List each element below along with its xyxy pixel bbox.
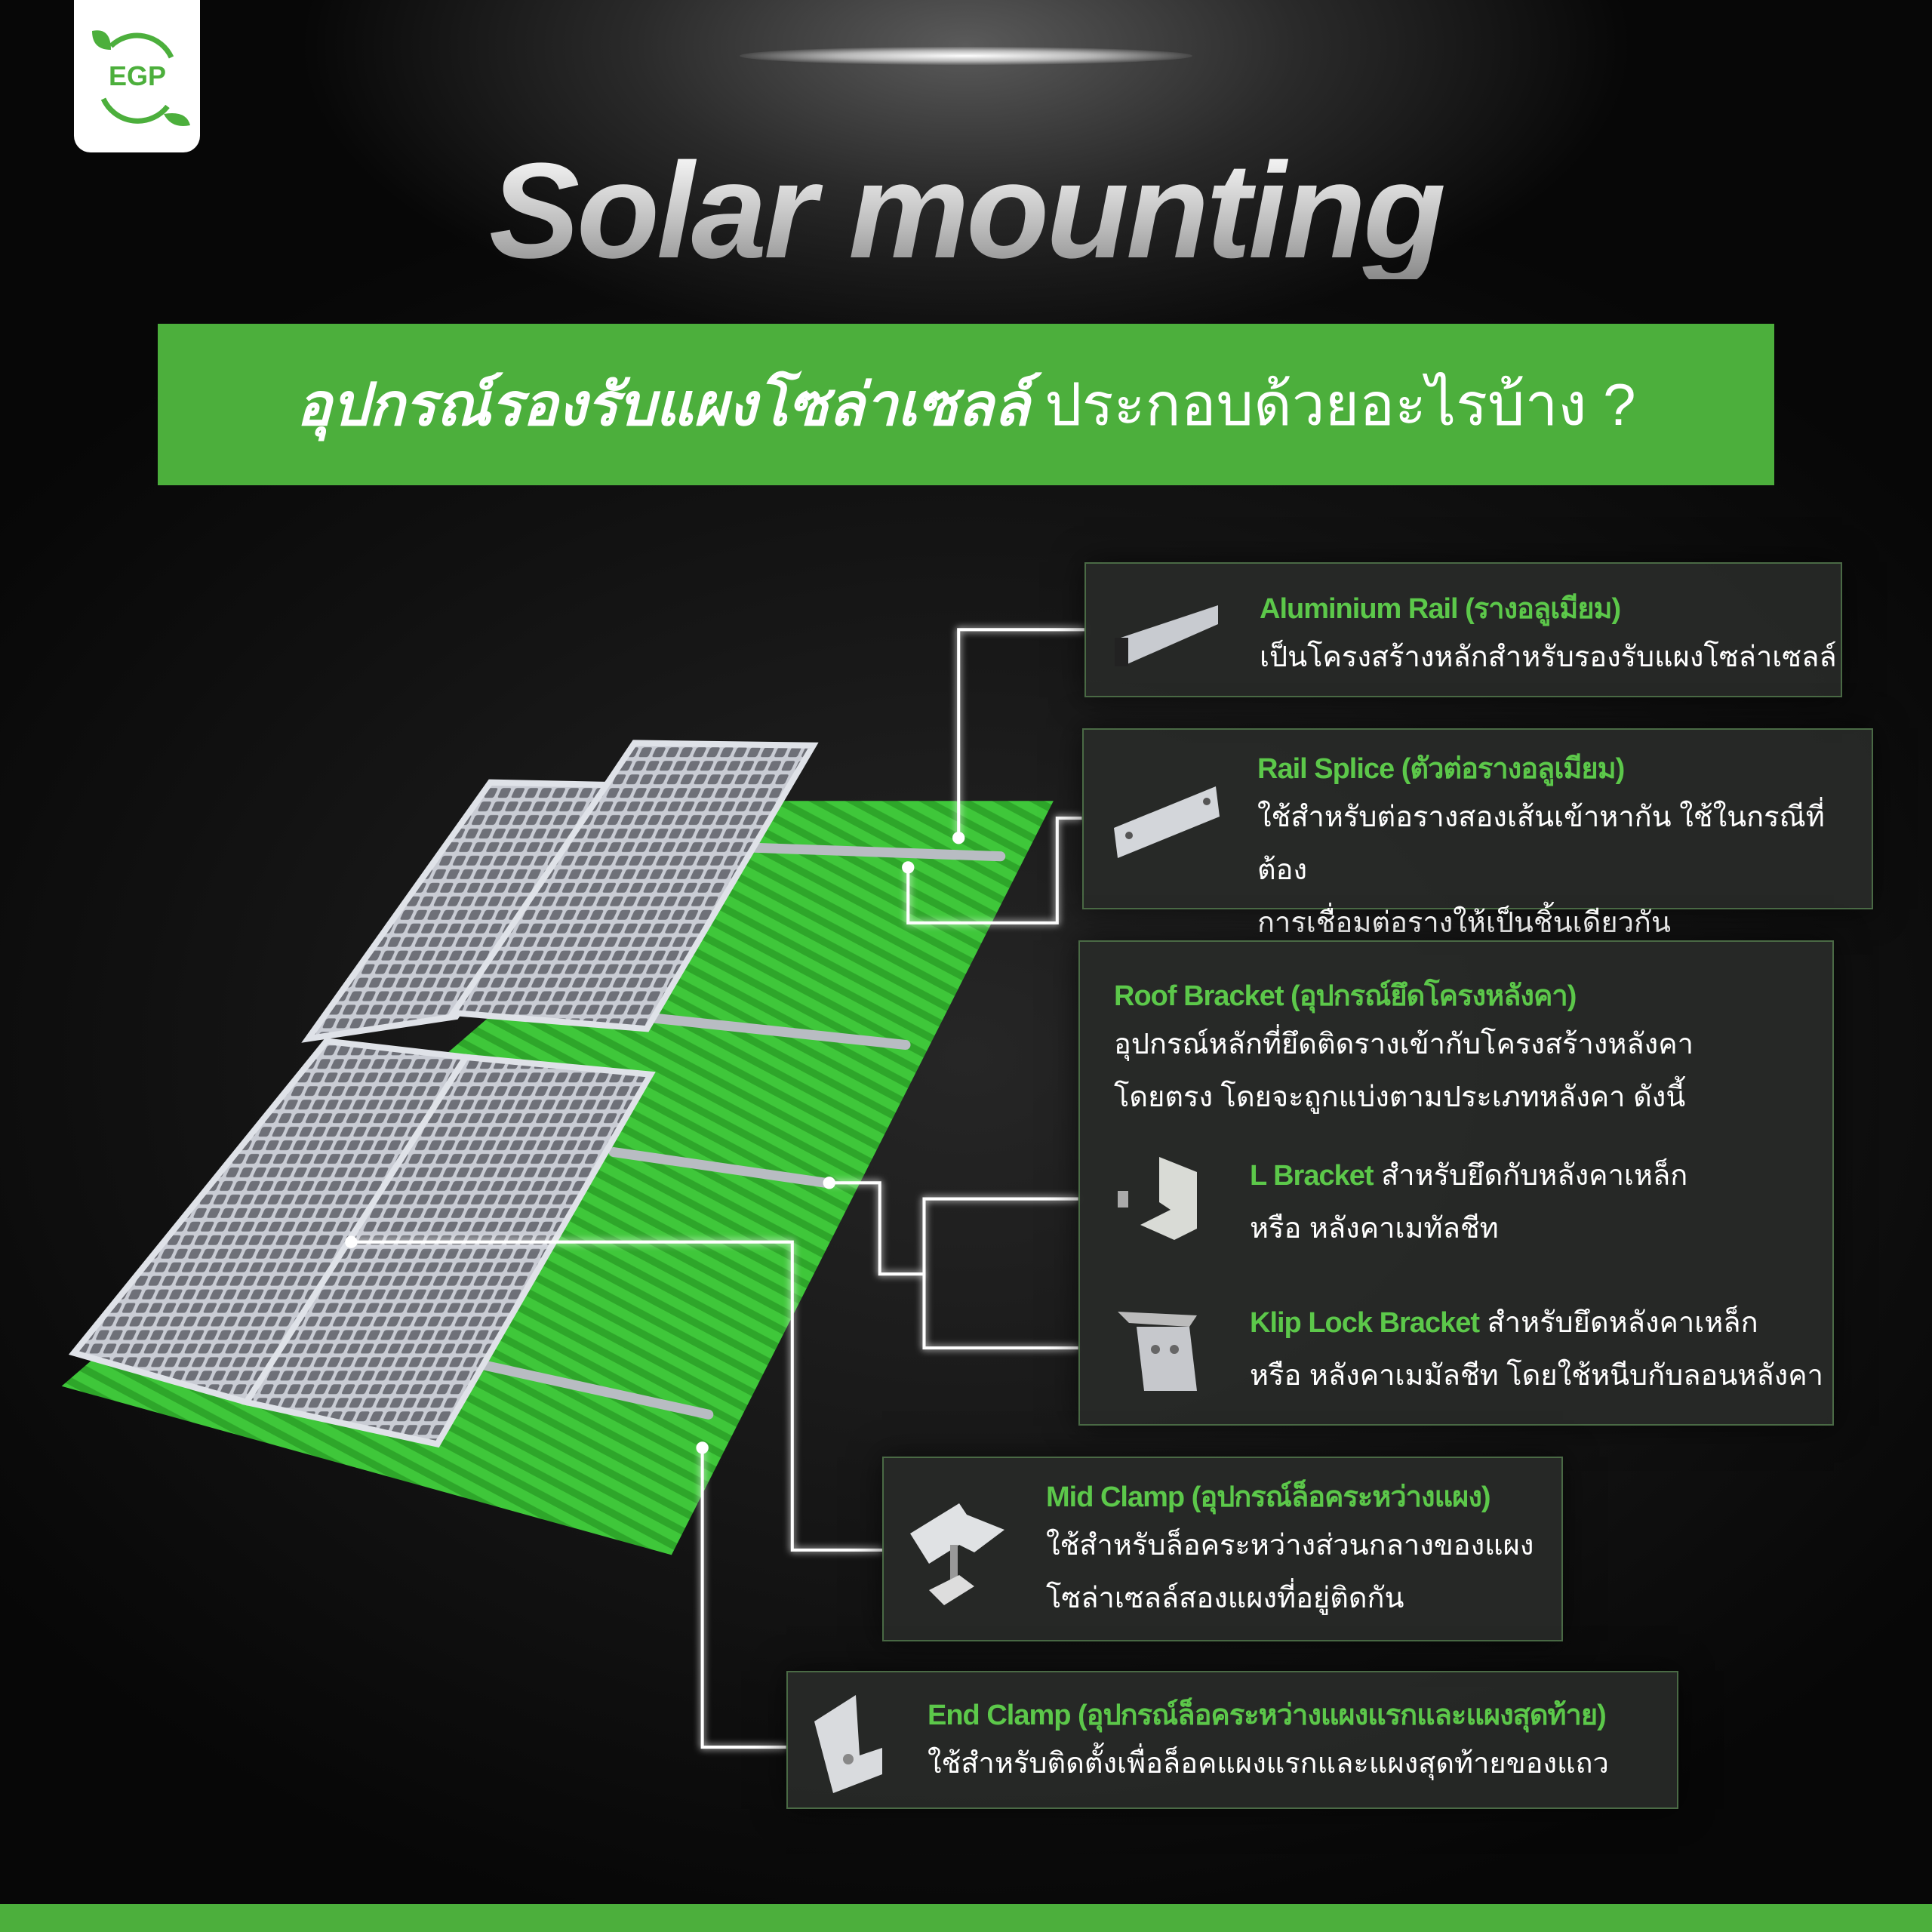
banner-bold: อุปกรณ์รองรับแผงโซล่าเซลล์ <box>296 371 1030 438</box>
leaf-recycle-logo-icon: EGP <box>91 30 190 126</box>
item-desc: อุปกรณ์หลักที่ยึดติดรางเข้ากับโครงสร้างห… <box>1114 1029 1694 1060</box>
item-title: Aluminium Rail (รางอลูเมียม) <box>1260 593 1621 625</box>
item-desc: การเชื่อมต่อรางให้เป็นชิ้นเดียวกัน <box>1257 907 1671 939</box>
aluminium-rail-card: Aluminium Rail (รางอลูเมียม) เป็นโครงสร้… <box>1084 562 1842 697</box>
item-desc: ใช้สำหรับต่อรางสองเส้นเข้าหากัน ใช้ในกรณ… <box>1257 801 1825 886</box>
sub-item-desc: หรือ หลังคาเมมัลชีท โดยใช้หนีบกับลอนหลัง… <box>1250 1360 1823 1392</box>
rails <box>479 842 1006 1420</box>
item-desc: เป็นโครงสร้างหลักสำหรับรองรับแผงโซล่าเซล… <box>1260 641 1837 673</box>
rail <box>479 1360 714 1420</box>
end-clamp-card: End Clamp (อุปกรณ์ล็อคระหว่างแผงแรกและแผ… <box>786 1671 1678 1809</box>
sub-item-desc: หรือ หลังคาเมทัลชีท <box>1250 1213 1499 1244</box>
connector-lines <box>351 628 1084 1749</box>
subtitle-banner: อุปกรณ์รองรับแผงโซล่าเซลล์ ประกอบด้วยอะไ… <box>158 324 1774 485</box>
item-desc: ใช้สำหรับติดตั้งเพื่อล็อคแผงแรกและแผงสุด… <box>928 1748 1609 1780</box>
mid-clamp-image-icon <box>910 1503 1004 1605</box>
rail <box>645 1013 911 1051</box>
solar-panel <box>241 1054 656 1448</box>
banner-rest: ประกอบด้วยอะไรบ้าง ? <box>1044 371 1636 438</box>
item-title: Mid Clamp (อุปกรณ์ล็อคระหว่างแผง) <box>1046 1481 1491 1513</box>
sub-item-desc: สำหรับยึดกับหลังคาเหล็ก <box>1381 1160 1688 1192</box>
item-title: Rail Splice (ตัวต่อรางอลูเมียม) <box>1257 753 1625 785</box>
item-desc: โดยตรง โดยจะถูกแบ่งตามประเภทหลังคา ดังนี… <box>1114 1081 1686 1113</box>
rail-splice-card: Rail Splice (ตัวต่อรางอลูเมียม) ใช้สำหรั… <box>1082 728 1873 939</box>
sub-item-name: Klip Lock Bracket <box>1250 1307 1480 1339</box>
solar-panel <box>448 740 819 1032</box>
solar-panels <box>68 740 819 1448</box>
solar-panel <box>301 779 616 1043</box>
item-desc: ใช้สำหรับล็อคระหว่างส่วนกลางของแผง <box>1046 1530 1534 1561</box>
roof-bracket-card: Roof Bracket (อุปกรณ์ยึดโครงหลังคา) อุปก… <box>1078 940 1834 1426</box>
rail <box>749 842 1006 862</box>
aluminium-rail-image-icon <box>1115 605 1218 666</box>
egp-logo: EGP <box>74 0 200 152</box>
spotlight-glow <box>740 47 1192 65</box>
item-desc: โซล่าเซลล์สองแผงที่อยู่ติดกัน <box>1046 1583 1404 1614</box>
end-clamp-image-icon <box>814 1695 882 1793</box>
item-title: Roof Bracket (อุปกรณ์ยึดโครงหลังคา) <box>1114 980 1577 1012</box>
sub-item-desc: สำหรับยึดหลังคาเหล็ก <box>1487 1307 1758 1339</box>
svg-text:EGP: EGP <box>108 60 165 91</box>
page-title: Solar mounting <box>0 143 1932 279</box>
mid-clamp-card: Mid Clamp (อุปกรณ์ล็อคระหว่างแผง) ใช้สำห… <box>882 1457 1563 1641</box>
sub-item-name: L Bracket <box>1250 1160 1374 1192</box>
rail-splice-image-icon <box>1114 786 1220 858</box>
item-title: End Clamp (อุปกรณ์ล็อคระหว่างแผงแรกและแผ… <box>928 1700 1607 1731</box>
rail <box>608 1147 831 1188</box>
l-bracket-image-icon <box>1118 1157 1197 1240</box>
klip-lock-bracket-image-icon <box>1118 1312 1197 1391</box>
bottom-accent-bar <box>0 1904 1932 1932</box>
